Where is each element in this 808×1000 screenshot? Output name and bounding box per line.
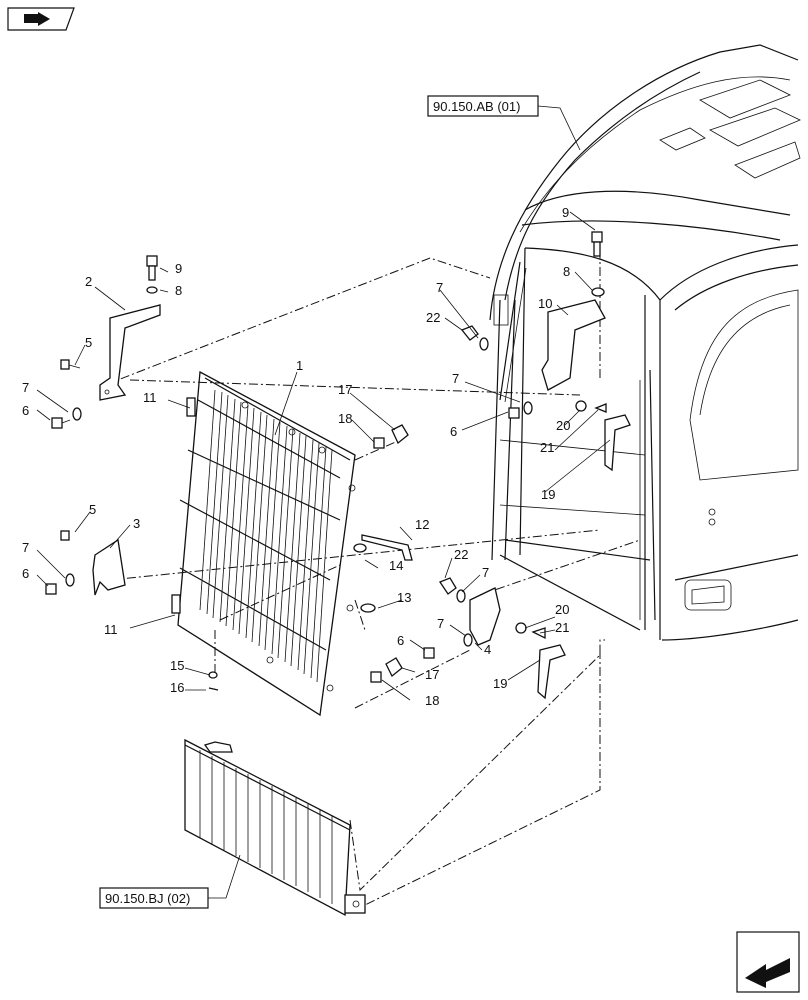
callout-20: 20	[556, 418, 570, 433]
callout-7: 7	[436, 280, 443, 295]
callout-6: 6	[22, 566, 29, 581]
callout-16: 16	[170, 680, 184, 695]
lower-guard	[184, 738, 366, 917]
navigation-arrow-icon[interactable]	[736, 931, 800, 993]
callout-20: 20	[555, 602, 569, 617]
callout-11: 11	[104, 622, 118, 637]
callout-2: 2	[85, 274, 92, 289]
callout-15: 15	[170, 658, 184, 673]
reference-lower-guard[interactable]: 90.150.BJ (02)	[99, 887, 209, 909]
callout-labels: 9 8 2 5 7 6 11 1 17 18 5 3 7 6 11 12 14 …	[22, 205, 570, 708]
reference-cab[interactable]: 90.150.AB (01)	[427, 95, 539, 117]
callout-7: 7	[22, 540, 29, 555]
cab-structure	[489, 44, 801, 641]
callout-9: 9	[175, 261, 182, 276]
leader-lines	[36, 211, 611, 701]
callout-21: 21	[540, 440, 554, 455]
callout-3: 3	[133, 516, 140, 531]
callout-10: 10	[538, 296, 552, 311]
callout-17: 17	[338, 382, 352, 397]
callout-1: 1	[296, 358, 303, 373]
reference-cab-text: 90.150.AB (01)	[433, 99, 520, 114]
callout-5: 5	[85, 335, 92, 350]
callout-6: 6	[397, 633, 404, 648]
callout-13: 13	[397, 590, 411, 605]
hardware	[45, 231, 631, 700]
callout-22: 22	[454, 547, 468, 562]
callout-14: 14	[389, 558, 403, 573]
callout-18: 18	[425, 693, 439, 708]
callout-18: 18	[338, 411, 352, 426]
part-1-frame	[171, 370, 356, 717]
callout-9: 9	[562, 205, 569, 220]
callout-22: 22	[426, 310, 440, 325]
book-pointer-icon[interactable]	[7, 7, 75, 31]
callout-8: 8	[175, 283, 182, 298]
callout-6: 6	[22, 403, 29, 418]
callout-7: 7	[22, 380, 29, 395]
callout-19: 19	[541, 487, 555, 502]
callout-5: 5	[89, 502, 96, 517]
callout-7: 7	[437, 616, 444, 631]
assembly-lines	[104, 250, 641, 906]
callout-8: 8	[563, 264, 570, 279]
callout-19: 19	[493, 676, 507, 691]
reference-lower-guard-text: 90.150.BJ (02)	[105, 891, 190, 906]
callout-7: 7	[452, 371, 459, 386]
callout-11: 11	[143, 390, 157, 405]
callout-12: 12	[415, 517, 429, 532]
callout-17: 17	[425, 667, 439, 682]
callout-21: 21	[555, 620, 569, 635]
callout-6: 6	[450, 424, 457, 439]
callout-4: 4	[484, 642, 491, 657]
callout-7: 7	[482, 565, 489, 580]
